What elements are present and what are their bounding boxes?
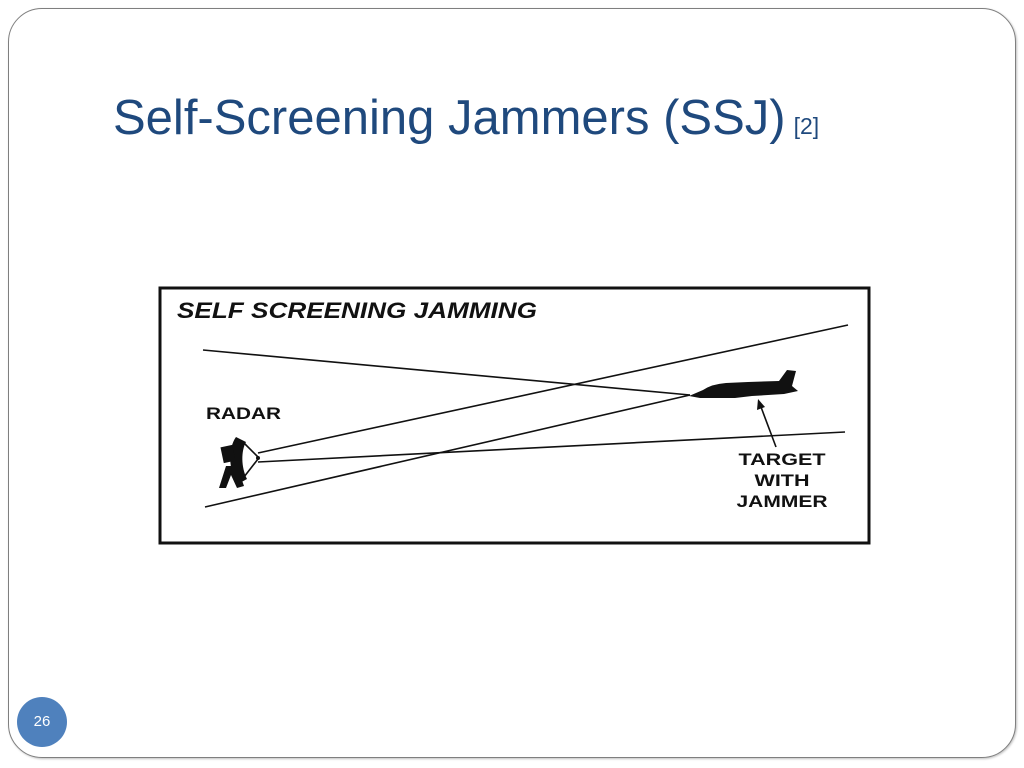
- slide-title-text: Self-Screening Jammers (SSJ): [113, 91, 786, 145]
- target-label-line-1: TARGET: [739, 450, 827, 469]
- slide-title-reference: [2]: [793, 113, 820, 139]
- diagram-title: SELF SCREENING JAMMING: [177, 298, 537, 323]
- radar-label: RADAR: [206, 404, 281, 423]
- target-label-line-2: WITH: [755, 471, 810, 490]
- jamming-line-upper: [202, 349, 691, 396]
- jet-aircraft-icon: [689, 370, 798, 398]
- slide-title: Self-Screening Jammers (SSJ) [2]: [113, 90, 819, 146]
- radar-beam-lower-edge: [257, 431, 846, 463]
- arrow-icon: [757, 399, 777, 448]
- slide-number: 26: [33, 713, 51, 730]
- diagram-border: [158, 286, 871, 545]
- radar-beam-upper-edge: [257, 324, 849, 454]
- jamming-line-lower: [204, 394, 691, 508]
- slide-number-badge: 26: [17, 697, 67, 747]
- target-label-line-3: JAMMER: [737, 492, 828, 511]
- radar-dish-icon: [219, 437, 260, 488]
